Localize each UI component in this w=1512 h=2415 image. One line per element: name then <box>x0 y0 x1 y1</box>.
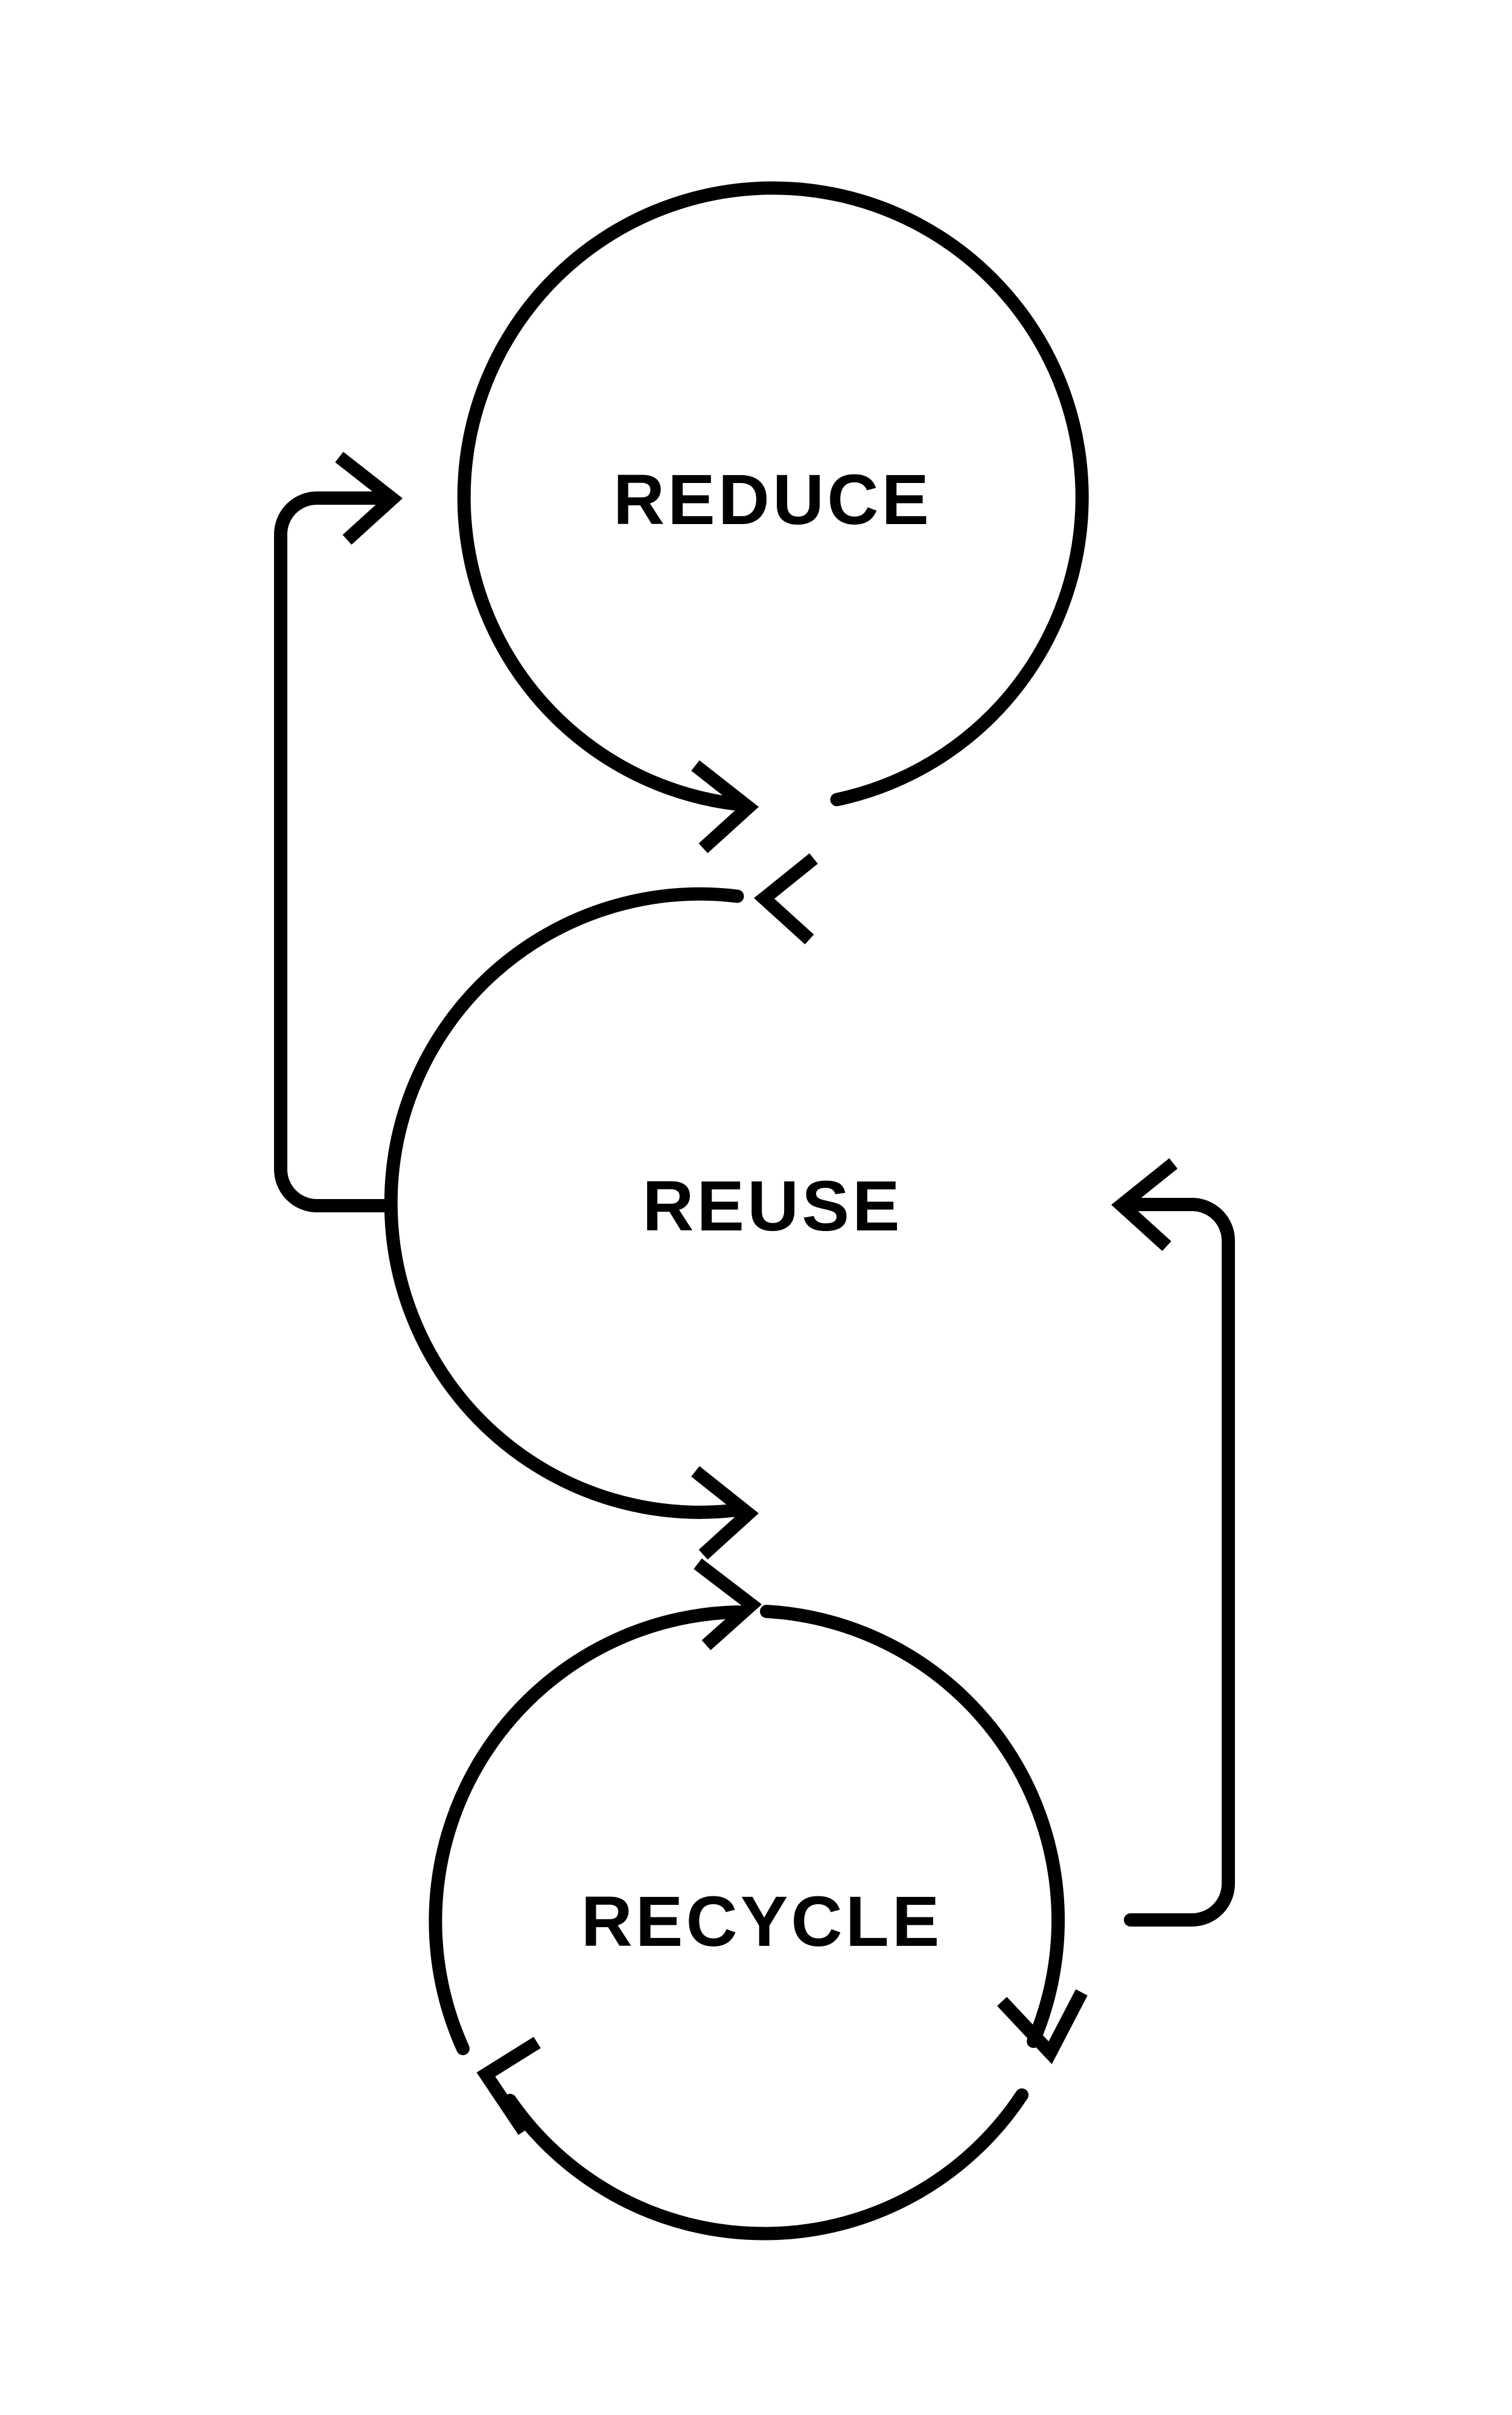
connector-left[interactable] <box>274 452 403 1212</box>
reduce-bottom-arrow-icon <box>691 760 759 854</box>
reuse-bottom-arrow-icon <box>691 1466 759 1560</box>
node-reduce[interactable]: REDUCE <box>457 181 1089 854</box>
recycle-left-arrow-icon <box>476 2036 541 2135</box>
node-reuse[interactable]: REUSE <box>384 853 903 1560</box>
reuse-top-arrow-icon <box>754 853 818 945</box>
node-label-reuse: REUSE <box>642 1166 903 1246</box>
connector-right-path <box>1121 1198 1235 1927</box>
recycle-top-arrow-icon <box>694 1558 762 1651</box>
connector-right-arrow-icon <box>1111 1158 1178 1252</box>
connector-left-arrow-icon <box>335 452 403 545</box>
recycle-right-arrow-icon <box>997 1989 1088 2064</box>
recycle-arc-upper-left <box>429 1605 744 2055</box>
recycle-arc-lower <box>503 2088 1029 2241</box>
connector-right[interactable] <box>1111 1158 1235 1927</box>
reduce-arc-outer <box>457 181 1089 811</box>
node-recycle[interactable]: RECYCLE <box>429 1558 1088 2241</box>
node-label-recycle: RECYCLE <box>581 1882 943 1962</box>
recycle-arc-upper-right <box>760 1605 1065 2048</box>
reuse-arc-outer <box>384 887 744 1519</box>
connector-left-path <box>274 491 393 1212</box>
node-label-reduce: REDUCE <box>613 460 932 540</box>
